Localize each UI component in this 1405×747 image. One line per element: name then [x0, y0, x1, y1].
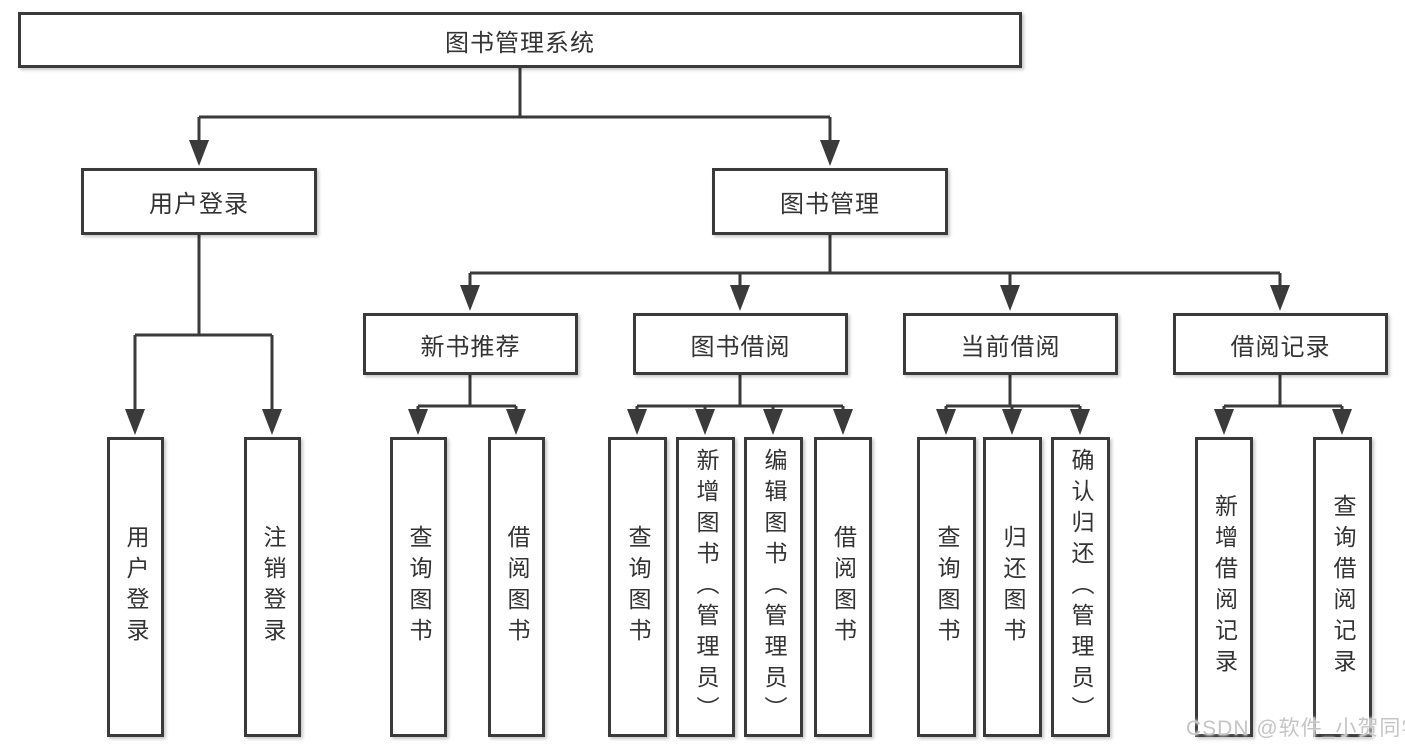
arrowhead-confirm-return: [1070, 409, 1090, 435]
arrowhead-borrow-books-2: [833, 409, 853, 435]
leaf-query-books-borrowing: 查询图书: [608, 437, 667, 737]
node-current-borrowing: 当前借阅: [903, 313, 1118, 375]
leaf-edit-books-admin: 编辑图书（管理员）: [744, 437, 803, 737]
arrowhead-add-books: [695, 409, 715, 435]
leaf-logout: 注销登录: [244, 437, 301, 737]
leaf-return-books: 归还图书: [983, 437, 1042, 737]
node-book-borrowing: 图书借阅: [633, 313, 848, 375]
arrowhead-book-borrowing: [730, 285, 750, 311]
arrowhead-borrowing-records: [1270, 285, 1290, 311]
node-new-book-recommendation: 新书推荐: [363, 313, 578, 375]
arrowhead-query-books-1: [408, 409, 428, 435]
arrowhead-book-management: [820, 140, 840, 166]
arrowhead-add-borrow-record: [1214, 409, 1234, 435]
watermark: CSDN @软件_小贺同学: [1186, 717, 1405, 740]
leaf-add-books-admin: 新增图书（管理员）: [676, 437, 735, 737]
leaf-query-books-current: 查询图书: [917, 437, 976, 737]
arrowhead-leaf-user-login: [125, 409, 145, 435]
arrowhead-query-books-3: [936, 409, 956, 435]
leaf-borrow-books: 借阅图书: [814, 437, 872, 737]
arrowhead-new-book-recommendation: [460, 285, 480, 311]
leaf-query-books-recommendation: 查询图书: [390, 437, 447, 737]
connector-current-borrowing-to-leaves: [936, 375, 1090, 435]
connector-book-borrowing-to-leaves: [627, 375, 853, 435]
leaf-user-login: 用户登录: [107, 437, 164, 737]
node-book-management: 图书管理: [712, 168, 948, 235]
node-user-login: 用户登录: [81, 168, 317, 235]
arrowhead-leaf-logout: [262, 409, 282, 435]
leaf-confirm-return-admin: 确认归还（管理员）: [1051, 437, 1110, 737]
node-borrowing-records: 借阅记录: [1173, 313, 1388, 375]
arrowhead-current-borrowing: [1000, 285, 1020, 311]
node-library-management-system: 图书管理系统: [18, 12, 1022, 68]
arrowhead-user-login: [189, 140, 209, 166]
connector-new-book-recommendation-to-leaves: [408, 375, 526, 435]
connector-root-to-level1: [189, 68, 840, 166]
leaf-add-borrow-record: 新增借阅记录: [1195, 437, 1253, 737]
leaf-query-borrow-record: 查询借阅记录: [1313, 437, 1372, 737]
connector-book-management-to-level2: [460, 235, 1290, 311]
arrowhead-query-books-2: [627, 409, 647, 435]
arrowhead-edit-books: [763, 409, 783, 435]
arrowhead-borrow-books-1: [506, 409, 526, 435]
connector-user-login-to-leaves: [125, 235, 282, 435]
leaf-borrow-books-recommendation: 借阅图书: [488, 437, 545, 737]
arrowhead-query-borrow-record: [1332, 409, 1352, 435]
connector-borrowing-records-to-leaves: [1214, 375, 1352, 435]
arrowhead-return-books: [1002, 409, 1022, 435]
